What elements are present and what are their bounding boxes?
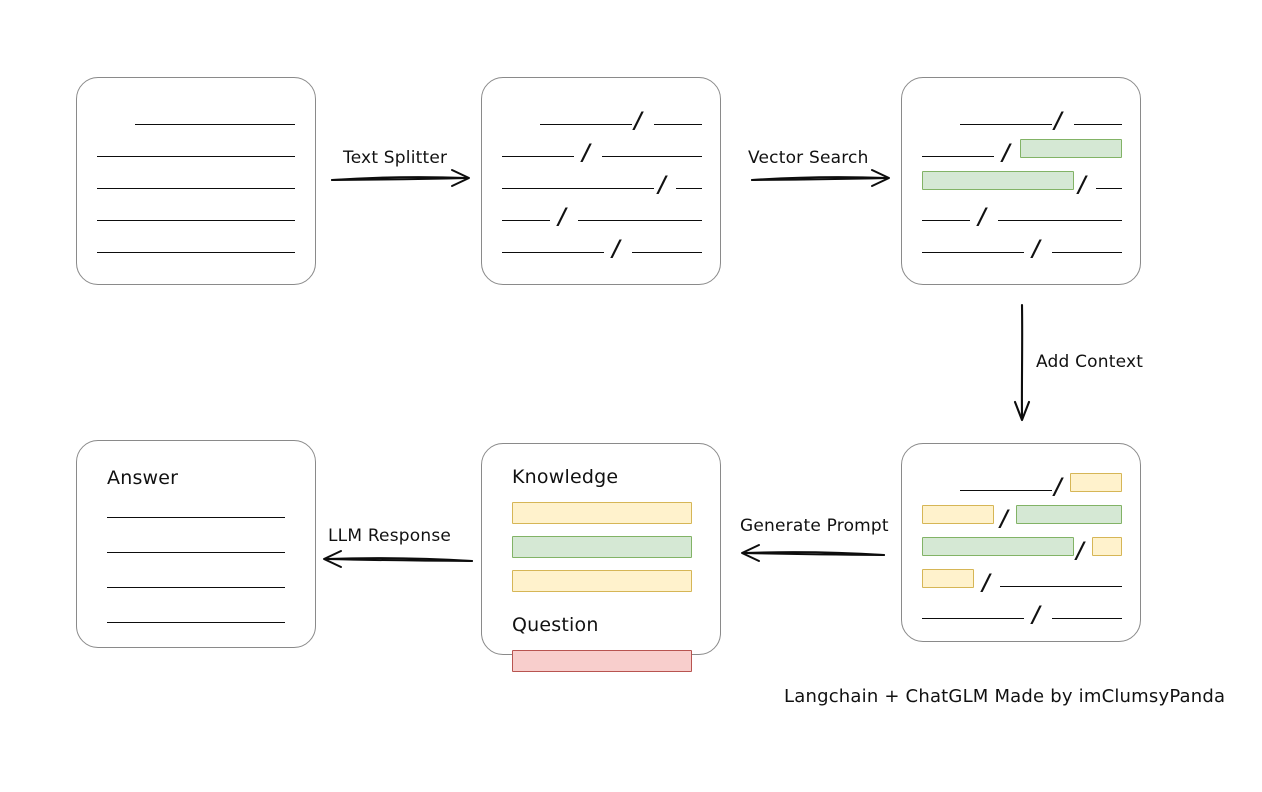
text-rule <box>107 587 285 588</box>
highlight-chip-green <box>1020 139 1122 158</box>
chunk-separator-slash: / <box>1032 236 1041 262</box>
edge-arrow-edge-vector-search <box>751 169 890 187</box>
text-rule <box>922 252 1024 253</box>
section-heading-knowledge: Knowledge <box>512 466 619 488</box>
diagram-caption: Langchain + ChatGLM Made by imClumsyPand… <box>784 686 1226 707</box>
node-context-augmented-chunks[interactable]: / / / / / <box>901 443 1141 642</box>
chunk-separator-slash: / <box>1078 172 1087 198</box>
chunk-separator-slash: / <box>612 236 621 262</box>
node-title-answer: Answer <box>107 467 179 489</box>
text-rule <box>1074 124 1122 125</box>
highlight-chip-yellow <box>922 569 974 588</box>
edge-arrow-edge-generate-prompt <box>741 544 885 562</box>
chunk-separator-slash: / <box>1054 108 1063 134</box>
prompt-chip-yellow <box>512 502 692 524</box>
prompt-chip-yellow <box>512 570 692 592</box>
text-rule <box>97 188 295 189</box>
text-rule <box>502 188 654 189</box>
node-source-document[interactable] <box>76 77 316 285</box>
text-rule <box>960 124 1052 125</box>
text-rule <box>97 252 295 253</box>
highlight-chip-green <box>922 537 1074 556</box>
text-rule <box>502 252 604 253</box>
text-rule <box>502 220 550 221</box>
chunk-separator-slash: / <box>1002 140 1011 166</box>
chunk-separator-slash: / <box>558 204 567 230</box>
node-body-answer: Answer <box>77 441 315 647</box>
edge-label-edge-add-context: Add Context <box>1036 352 1144 372</box>
edge-label-edge-vector-search: Vector Search <box>748 148 869 168</box>
highlight-chip-yellow <box>922 505 994 524</box>
text-rule <box>135 124 295 125</box>
text-rule <box>922 618 1024 619</box>
node-body-split-chunks: / / / / / <box>482 78 720 284</box>
text-rule <box>578 220 702 221</box>
text-rule <box>676 188 702 189</box>
text-rule <box>502 156 574 157</box>
node-body-source-document <box>77 78 315 284</box>
highlight-chip-green <box>1016 505 1122 524</box>
text-rule <box>922 156 994 157</box>
text-rule <box>998 220 1122 221</box>
node-answer[interactable]: Answer <box>76 440 316 648</box>
chunk-separator-slash: / <box>1076 538 1085 564</box>
text-rule <box>97 220 295 221</box>
chunk-separator-slash: / <box>1032 602 1041 628</box>
text-rule <box>922 220 970 221</box>
text-rule <box>632 252 702 253</box>
text-rule <box>540 124 632 125</box>
node-body-context-augmented-chunks: / / / / / <box>902 444 1140 641</box>
edge-arrow-edge-llm-response <box>323 550 473 568</box>
edge-label-edge-llm-response: LLM Response <box>328 526 452 546</box>
text-rule <box>654 124 702 125</box>
edge-label-edge-text-splitter: Text Splitter <box>343 148 448 168</box>
edge-label-edge-generate-prompt: Generate Prompt <box>740 516 889 536</box>
text-rule <box>960 490 1052 491</box>
highlight-chip-yellow <box>1092 537 1122 556</box>
highlight-chip-yellow <box>1070 473 1122 492</box>
text-rule <box>602 156 702 157</box>
node-body-vector-matched-chunks: / / / / / <box>902 78 1140 284</box>
chunk-separator-slash: / <box>982 570 991 596</box>
edge-arrow-edge-add-context <box>1013 303 1031 422</box>
chunk-separator-slash: / <box>1000 506 1009 532</box>
text-rule <box>107 622 285 623</box>
chunk-separator-slash: / <box>634 108 643 134</box>
edge-arrow-edge-text-splitter <box>331 169 470 187</box>
prompt-chip-green <box>512 536 692 558</box>
chunk-separator-slash: / <box>658 172 667 198</box>
text-rule <box>107 517 285 518</box>
prompt-chip-red <box>512 650 692 672</box>
section-heading-question: Question <box>512 614 599 636</box>
text-rule <box>1096 188 1122 189</box>
chunk-separator-slash: / <box>582 140 591 166</box>
node-vector-matched-chunks[interactable]: / / / / / <box>901 77 1141 285</box>
text-rule <box>107 552 285 553</box>
text-rule <box>1052 252 1122 253</box>
highlight-chip-green <box>922 171 1074 190</box>
text-rule <box>1000 586 1122 587</box>
text-rule <box>97 156 295 157</box>
chunk-separator-slash: / <box>978 204 987 230</box>
text-rule <box>1052 618 1122 619</box>
chunk-separator-slash: / <box>1054 474 1063 500</box>
node-split-chunks[interactable]: / / / / / <box>481 77 721 285</box>
